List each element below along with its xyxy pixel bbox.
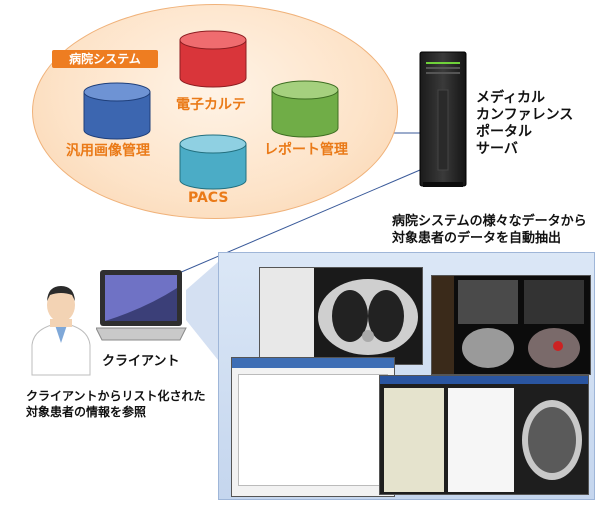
server-label-line: サーバ (476, 141, 518, 157)
ct-chest-image (318, 279, 418, 355)
database-label: レポート管理 (264, 142, 348, 158)
extraction-note-line: 病院システムの様々なデータから (392, 214, 587, 229)
thumbnail-strip (260, 268, 314, 364)
image-viewer-window (431, 275, 591, 375)
laptop-icon (96, 270, 187, 341)
database-report-management-icon (271, 80, 339, 138)
server-label-line: ポータル (476, 124, 532, 140)
extraction-note-line: 対象患者のデータを自動抽出 (392, 231, 562, 246)
database-label: 汎用画像管理 (66, 143, 150, 159)
database-label: PACS (188, 190, 229, 206)
doctor-icon (31, 286, 91, 376)
server-label-line: カンファレンス (476, 107, 574, 123)
records-window (231, 357, 395, 497)
client-note-line: クライアントからリスト化された (26, 389, 206, 403)
server-label-line: メディカル (476, 90, 546, 106)
hospital-system-badge: 病院システム (52, 50, 158, 68)
brain-ct-image (522, 400, 582, 480)
client-label: クライアント (102, 354, 180, 369)
extraction-note: 病院システムの様々なデータから 対象患者のデータを自動抽出 (392, 213, 587, 247)
projection-callout (186, 262, 218, 360)
client-note-line: 対象患者の情報を参照 (26, 405, 147, 419)
database-image-management-icon (83, 82, 151, 140)
database-pacs-icon (179, 134, 247, 190)
database-denshi-karte-icon (179, 30, 247, 88)
server-tower-icon (419, 51, 467, 187)
database-label: 電子カルテ (176, 97, 246, 113)
screens-panel (218, 252, 595, 500)
server-label: メディカル カンファレンス ポータル サーバ (476, 90, 573, 158)
client-note: クライアントからリスト化された 対象患者の情報を参照 (26, 388, 206, 420)
ct-chest-window (259, 267, 423, 365)
xray-thumbnails (458, 280, 584, 368)
detail-window (379, 375, 589, 495)
